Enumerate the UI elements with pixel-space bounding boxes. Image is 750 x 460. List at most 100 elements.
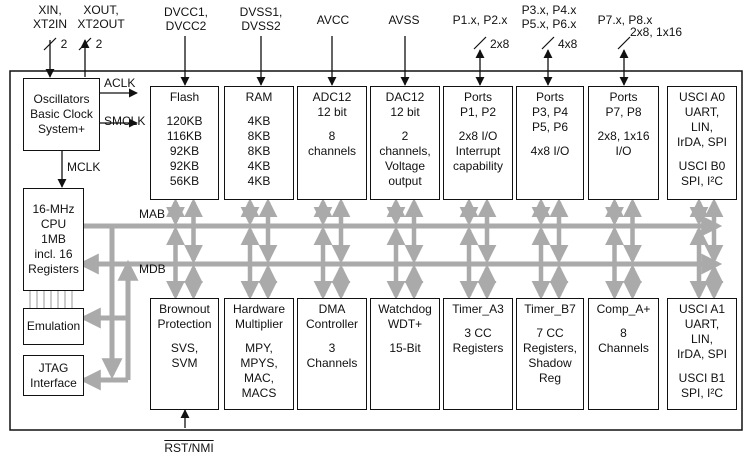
block-title-line: Ports bbox=[609, 90, 638, 104]
pin-label-p3-p6: P3.x, P4.x P5.x, P6.x bbox=[517, 3, 581, 31]
pin-text: P5.x, P6.x bbox=[521, 17, 577, 31]
block-body-line: Reg bbox=[538, 371, 561, 385]
block-body-line: MPY, bbox=[245, 341, 273, 355]
block-body-line: SVS, bbox=[170, 341, 199, 355]
block-body-line: 92KB bbox=[169, 144, 200, 158]
pin-text: DVSS2 bbox=[241, 19, 281, 33]
block-title-line: Hardware bbox=[232, 302, 286, 316]
block-body-line: 56KB bbox=[169, 174, 200, 188]
block-title-line: P7, P8 bbox=[605, 105, 642, 119]
block-body-line: Channels bbox=[598, 341, 649, 355]
block-title-line: LIN, bbox=[690, 120, 713, 134]
block-title-line: DMA bbox=[318, 302, 346, 316]
pin-label-p7-p8: P7.x, P8.x bbox=[591, 13, 659, 27]
signal-smclk: SMCLK bbox=[104, 114, 146, 128]
block-title-line: ADC12 bbox=[312, 90, 352, 104]
oscillators-block: Oscillators Basic Clock System+ bbox=[23, 78, 100, 151]
pin-text: XT2IN bbox=[32, 17, 67, 31]
cpu-emulation-links bbox=[29, 291, 73, 308]
pin-text: P1.x, P2.x bbox=[452, 13, 508, 27]
block-title-line: Timer_A3 bbox=[452, 302, 504, 316]
block-body-line: SPI, I²C bbox=[680, 174, 723, 188]
emulation-block: Emulation bbox=[23, 308, 84, 345]
block-title-line: USCI A1 bbox=[678, 302, 726, 316]
pin-label-p1-p2: P1.x, P2.x bbox=[447, 13, 513, 27]
block-text: Oscillators bbox=[33, 92, 90, 106]
block-body-line: 3 CC bbox=[464, 326, 492, 340]
block-title-line: UART, bbox=[684, 105, 720, 119]
block-body-line: 120KB bbox=[166, 114, 203, 128]
block-body-line: SPI, I²C bbox=[680, 386, 723, 400]
chip-boundary bbox=[9, 70, 743, 431]
pin-label-rst-nmi: RST/NMI bbox=[158, 441, 220, 455]
block-title-line: WDT+ bbox=[387, 317, 423, 331]
block-body-line: capability bbox=[452, 159, 504, 173]
block-title-line: IrDA, SPI bbox=[676, 135, 727, 149]
block-text: 16-MHz bbox=[32, 202, 75, 216]
pin-text: XT2OUT bbox=[77, 17, 125, 31]
p1-p2-bus-width: 2x8 bbox=[490, 37, 510, 51]
block-title-line: 12 bit bbox=[317, 105, 347, 119]
block-title-line: IrDA, SPI bbox=[676, 347, 727, 361]
block-body-line: output bbox=[388, 174, 422, 188]
block-text: Emulation bbox=[26, 319, 81, 333]
pin-text: P3.x, P4.x bbox=[521, 3, 577, 17]
block-text: System+ bbox=[37, 122, 85, 136]
block-body-line: MPYS, bbox=[240, 356, 278, 370]
block-body-line: 4KB bbox=[247, 114, 271, 128]
block-title-line: Watchdog bbox=[378, 302, 432, 316]
block-title-line: UART, bbox=[684, 317, 720, 331]
bus-width-slashes bbox=[43, 36, 631, 51]
block-body-line: 4KB bbox=[247, 159, 271, 173]
block-body-line: 4x8 I/O bbox=[530, 144, 570, 158]
block-title-line: Comp_A+ bbox=[596, 302, 651, 316]
xout-bus-width: 2 bbox=[95, 37, 103, 51]
block-body-line: 2 bbox=[401, 129, 409, 143]
block-title-line: Timer_B7 bbox=[524, 302, 576, 316]
block-body-line: 7 CC bbox=[536, 326, 564, 340]
block-body-line: 15-Bit bbox=[389, 341, 421, 355]
block-body-line: Channels bbox=[306, 356, 358, 370]
block-title-line: LIN, bbox=[690, 332, 713, 346]
pin-label-dvss: DVSS1, DVSS2 bbox=[229, 5, 293, 33]
block-body-line: 8KB bbox=[247, 144, 271, 158]
block-text: 1MB bbox=[41, 232, 66, 246]
block-body-line: MACS bbox=[241, 386, 277, 400]
block-text: Interface bbox=[30, 375, 77, 390]
block-title-line: Controller bbox=[305, 317, 359, 331]
p3-p6-bus-width: 4x8 bbox=[558, 37, 578, 51]
block-title-line: 12 bit bbox=[390, 105, 420, 119]
block-title-line: Flash bbox=[169, 90, 200, 104]
block-body-line: channels bbox=[307, 144, 357, 158]
block-body-line: 2x8, 1x16 bbox=[597, 129, 650, 143]
block-text: incl. 16 bbox=[34, 247, 73, 261]
bus-taps bbox=[166, 198, 724, 300]
block-title-line: Multiplier bbox=[234, 317, 283, 331]
signal-mclk: MCLK bbox=[67, 160, 101, 174]
block-title-line: USCI A0 bbox=[678, 90, 726, 104]
block-title-line: Ports bbox=[463, 90, 492, 104]
block-body-line: 4KB bbox=[247, 174, 271, 188]
block-text: Registers bbox=[28, 262, 79, 276]
pin-label-xout: XOUT, XT2OUT bbox=[73, 3, 129, 31]
block-body-line: 116KB bbox=[166, 129, 203, 143]
block-body-line: Interrupt bbox=[455, 144, 501, 158]
block-body-line: USCI B1 bbox=[678, 371, 726, 385]
pin-text: DVCC2 bbox=[165, 19, 207, 33]
rst-overline: RST/NMI bbox=[164, 441, 214, 455]
block-title-line: Brownout bbox=[159, 302, 210, 316]
p7-p8-bus-width: 2x8, 1x16 bbox=[630, 25, 683, 39]
block-body-line: Voltage bbox=[384, 159, 426, 173]
block-title-line: P3, P4 bbox=[531, 105, 569, 119]
pin-text: P7.x, P8.x bbox=[597, 13, 653, 27]
cpu-block: 16-MHz CPU 1MB incl. 16 Registers bbox=[23, 188, 84, 291]
block-text: JTAG bbox=[38, 360, 69, 375]
